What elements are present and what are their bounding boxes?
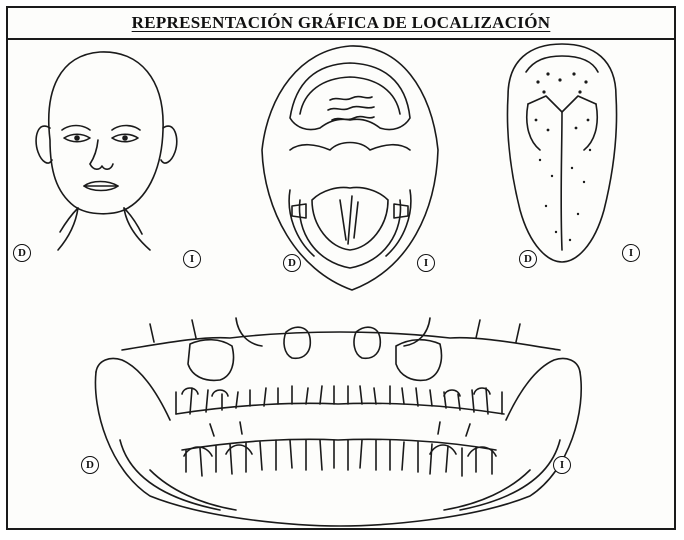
panoramic-drawing [95, 318, 581, 526]
left-side-marker-face: I [183, 250, 201, 268]
face-drawing [36, 52, 177, 250]
right-side-marker-panoramic: D [81, 456, 99, 474]
open-mouth-drawing [262, 46, 438, 290]
left-side-marker-panoramic: I [553, 456, 571, 474]
right-side-marker-mouth: D [283, 254, 301, 272]
left-side-marker-mouth: I [417, 254, 435, 272]
tongue-drawing [508, 44, 617, 262]
right-side-marker-tongue: D [519, 250, 537, 268]
right-side-marker-face: D [13, 244, 31, 262]
left-side-marker-tongue: I [622, 244, 640, 262]
